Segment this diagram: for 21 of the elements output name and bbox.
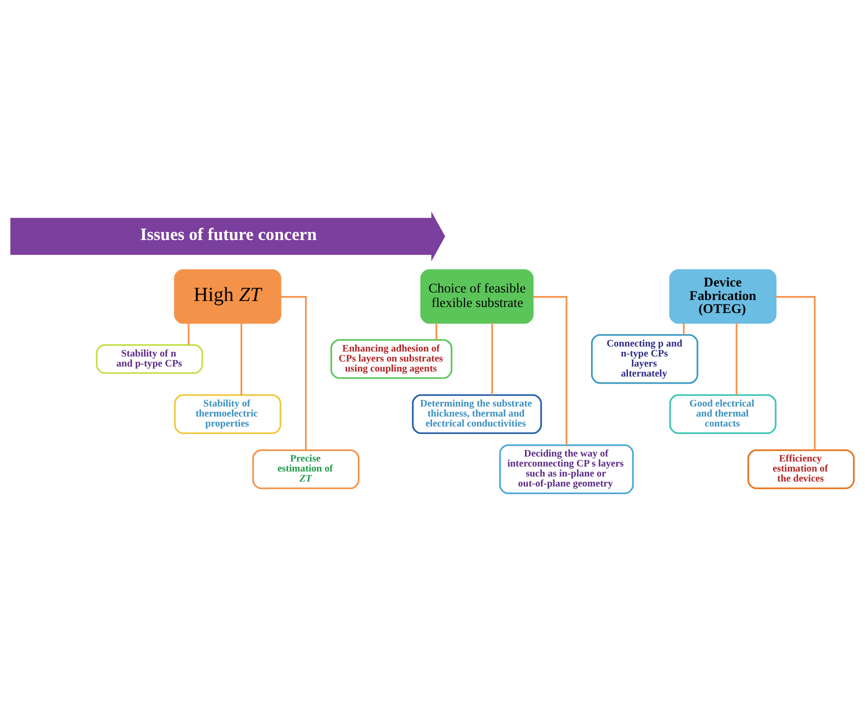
connector — [776, 296, 816, 450]
connector — [188, 323, 190, 345]
node-box: Connecting p and n-type CPs layers alternately — [591, 334, 698, 384]
connector — [240, 323, 242, 396]
connector — [491, 323, 493, 396]
node-box: Good electrical and thermal contacts — [669, 394, 776, 434]
connector — [682, 323, 685, 335]
node-box: Choice of feasible flexible substrate — [420, 269, 534, 324]
node-box: Deciding the way of interconnecting CP s layers such as in-plane or out-of-plane geometry — [499, 444, 634, 494]
connector — [280, 296, 307, 450]
connector — [436, 323, 438, 340]
node-box: Precise estimation of ZT — [252, 449, 360, 490]
node-box: Efficiency estimation of the devices — [747, 449, 855, 490]
connector — [532, 296, 568, 446]
node-box: Stability of thermoelectric properties — [174, 394, 282, 434]
node-box: Determining the substrate thickness, thermal and electrical conductivities — [412, 394, 542, 434]
connector — [736, 323, 738, 396]
node-box: Enhancing adhesion of CPs layers on substrates using coupling agents — [330, 339, 452, 379]
node-box: Stability of n and p-type CPs — [96, 344, 204, 374]
node-box: High ZT — [174, 269, 282, 324]
node-box: Device Fabrication (OTEG) — [669, 269, 776, 324]
